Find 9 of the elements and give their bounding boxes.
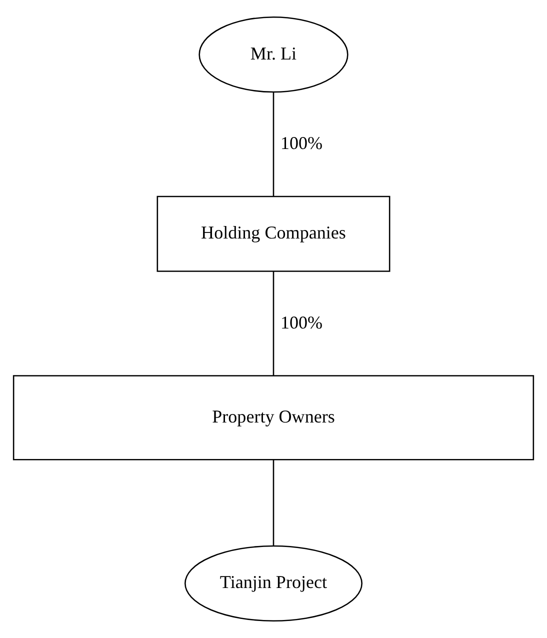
node-box: Holding Companies xyxy=(156,196,390,272)
node-ellipse: Tianjin Project xyxy=(184,545,362,622)
connector xyxy=(272,460,274,546)
edge-label: 100% xyxy=(280,312,323,332)
edge-label: 100% xyxy=(280,132,323,153)
connector xyxy=(272,271,274,376)
node-box: Property Owners xyxy=(12,375,534,460)
connector xyxy=(272,92,274,196)
node-ellipse: Mr. Li xyxy=(198,16,348,93)
